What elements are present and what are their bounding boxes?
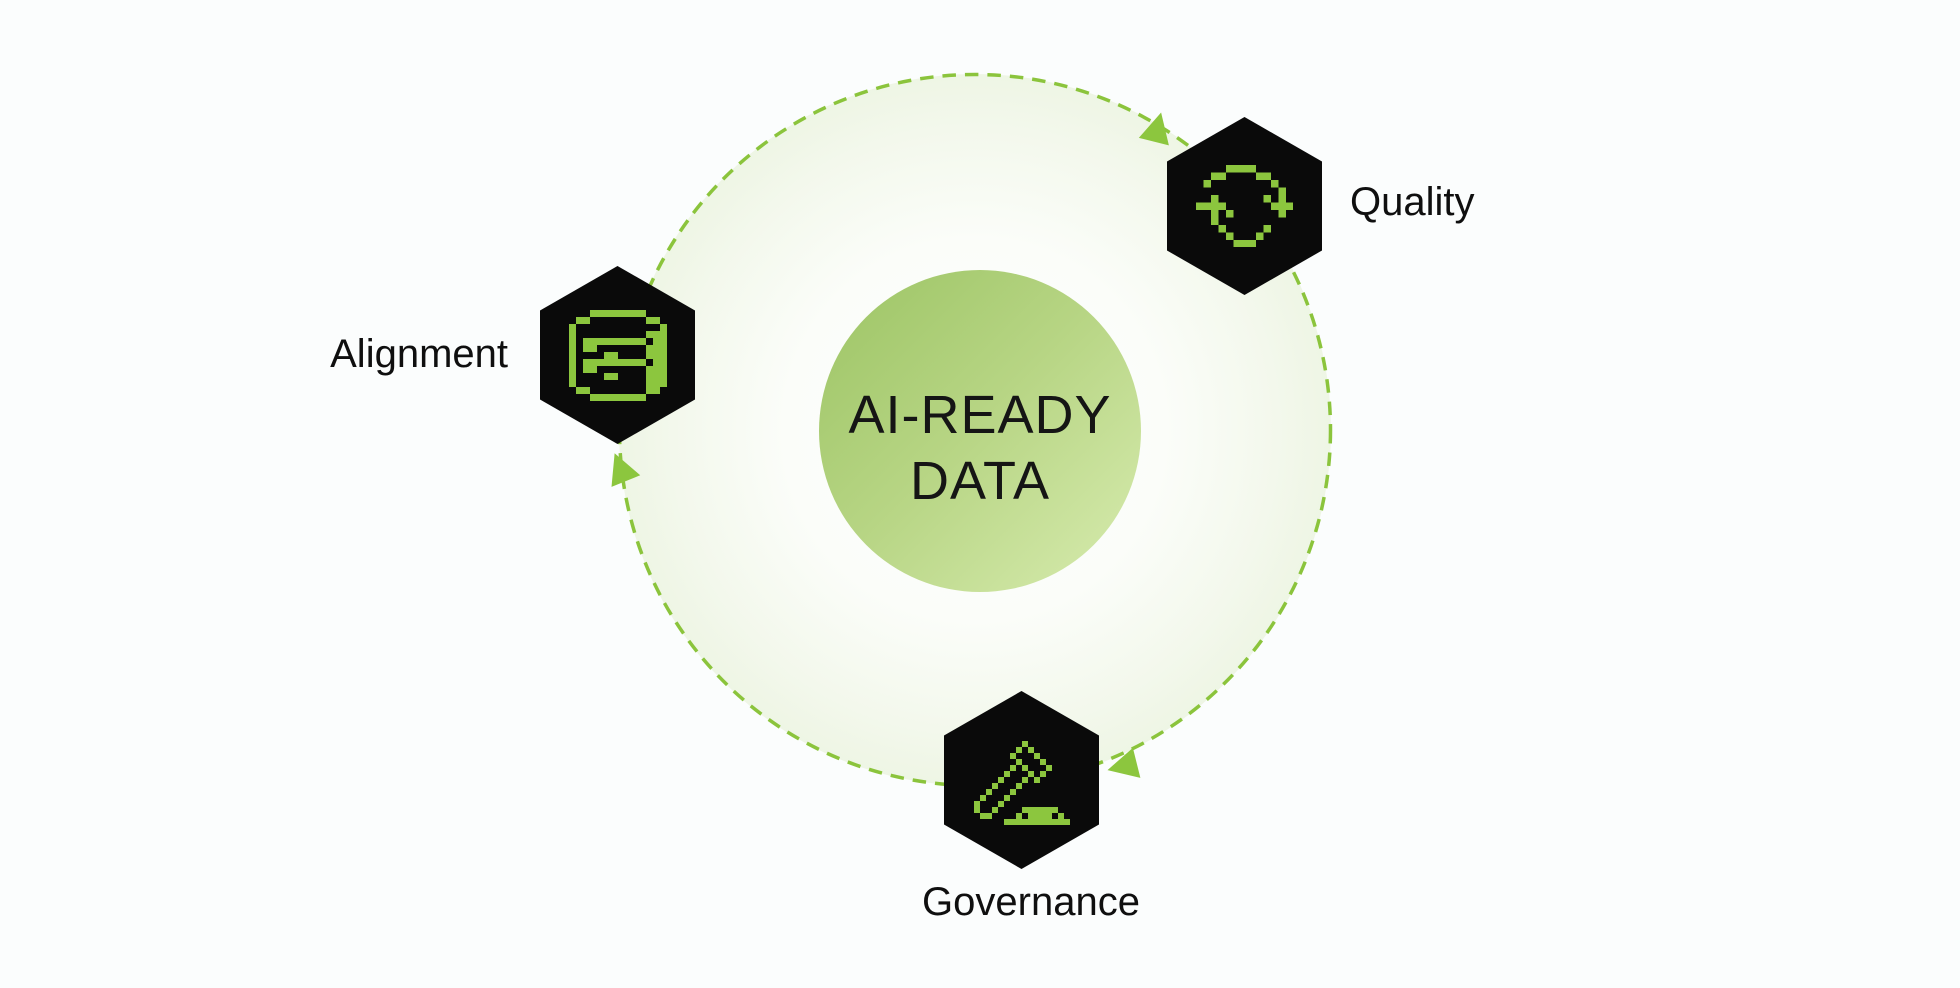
alignment-label: Alignment bbox=[330, 332, 508, 376]
sync-icon bbox=[1195, 164, 1294, 248]
gavel-icon bbox=[968, 735, 1076, 825]
center-title-line2: DATA bbox=[909, 451, 1050, 511]
center-title-line1: AI-READY bbox=[848, 385, 1112, 445]
database-icon bbox=[568, 309, 667, 401]
center-title: AI-READY DATA bbox=[848, 382, 1111, 514]
governance-label: Governance bbox=[922, 880, 1140, 924]
quality-label: Quality bbox=[1350, 180, 1475, 224]
center-circle: AI-READY DATA bbox=[819, 270, 1141, 592]
